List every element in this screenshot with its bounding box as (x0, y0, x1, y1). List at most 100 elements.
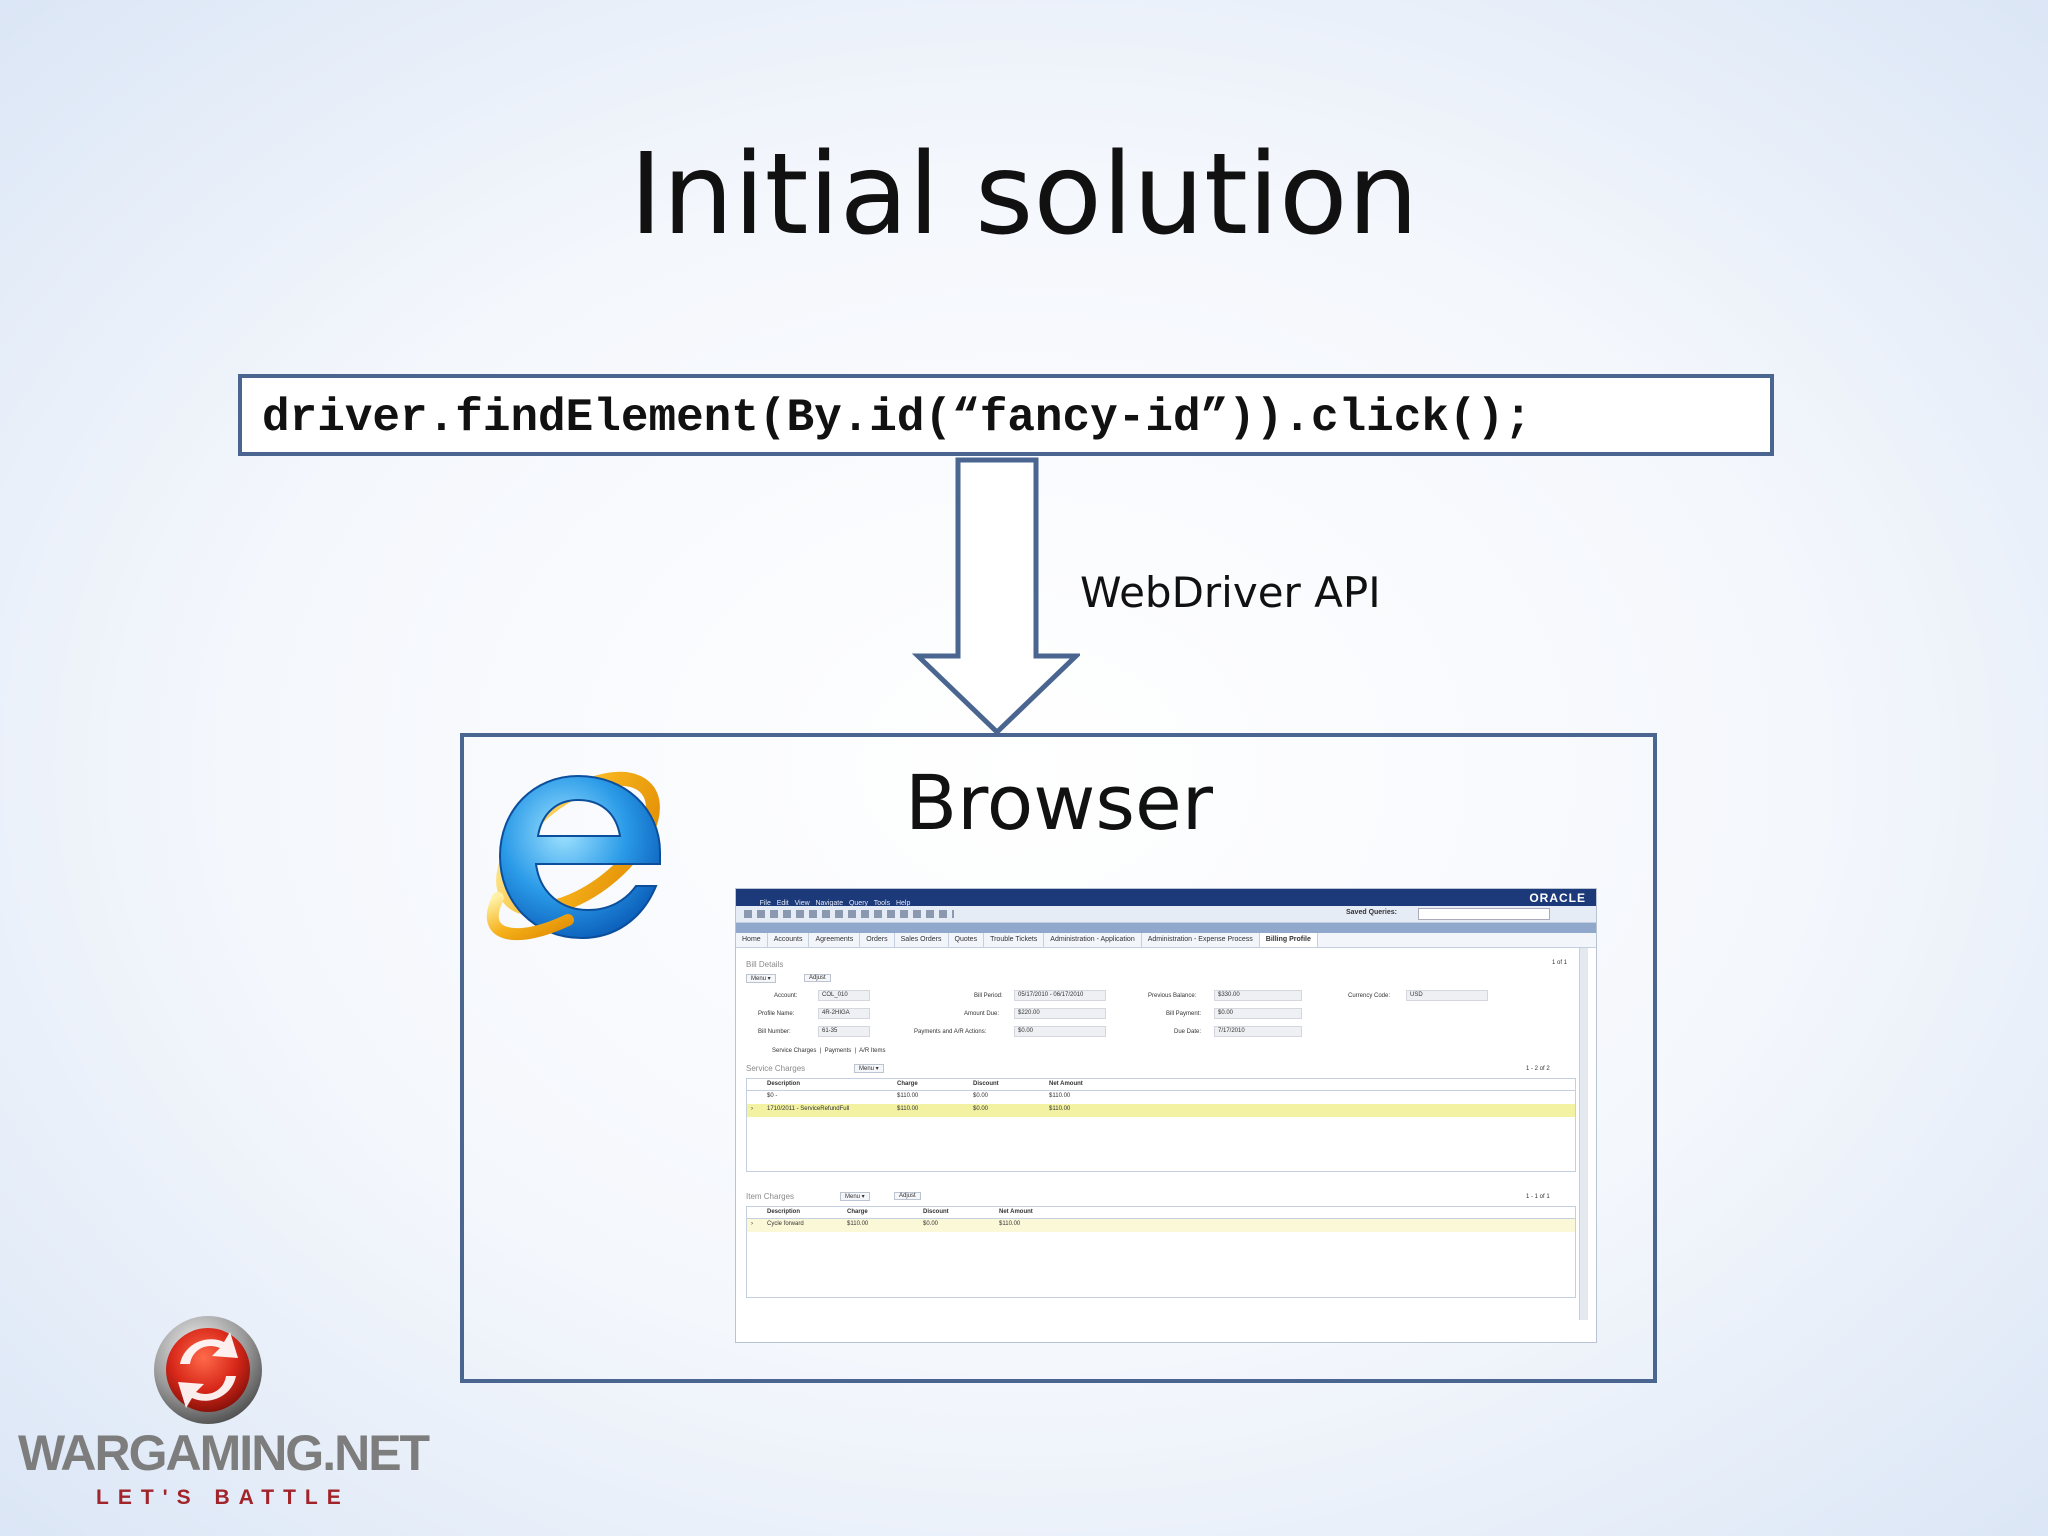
menu-item-help[interactable]: Help (895, 900, 911, 907)
col-discount[interactable]: Discount (973, 1081, 999, 1087)
app-menubar: File Edit View Navigate Query Tools Help… (736, 889, 1596, 907)
row-expand-icon[interactable]: › (751, 1106, 753, 1112)
service-charges-counter: 1 - 2 of 2 (1526, 1066, 1550, 1072)
item-adjust-button[interactable]: Adjust (894, 1192, 921, 1200)
col-charge[interactable]: Charge (847, 1209, 868, 1215)
cell-charge: $110.00 (897, 1106, 919, 1112)
menu-item-query[interactable]: Query (848, 900, 869, 907)
field-amount-due[interactable] (1014, 1008, 1106, 1019)
tab-home[interactable]: Home (736, 933, 768, 947)
code-line: driver.findElement(By.id(“fancy-id”)).cl… (262, 392, 1532, 444)
field-bill-number[interactable] (818, 1026, 870, 1037)
tab-admin-expense[interactable]: Administration - Expense Process (1142, 933, 1260, 947)
field-payments[interactable] (1014, 1026, 1106, 1037)
col-charge[interactable]: Charge (897, 1081, 918, 1087)
field-due-date[interactable] (1214, 1026, 1302, 1037)
col-description[interactable]: Description (767, 1209, 801, 1215)
vertical-scrollbar[interactable] (1579, 948, 1588, 1320)
adjust-button[interactable]: Adjust (804, 974, 831, 982)
embedded-app-screenshot: File Edit View Navigate Query Tools Help… (735, 888, 1597, 1343)
table-row[interactable]: › 1710/2011 - ServiceRefundFull $110.00 … (747, 1104, 1575, 1117)
item-charges-heading: Item Charges (746, 1192, 795, 1201)
bill-details-heading: Bill Details (746, 960, 784, 969)
service-charges-heading: Service Charges (746, 1064, 806, 1073)
tab-accounts[interactable]: Accounts (768, 933, 810, 947)
col-net-amount[interactable]: Net Amount (1049, 1081, 1083, 1087)
browser-label: Browser (905, 758, 1213, 847)
col-discount[interactable]: Discount (923, 1209, 949, 1215)
row-expand-icon[interactable]: › (751, 1221, 753, 1227)
field-account[interactable] (818, 990, 870, 1001)
field-bill-payment[interactable] (1214, 1008, 1302, 1019)
tab-quotes[interactable]: Quotes (949, 933, 985, 947)
tab-orders[interactable]: Orders (860, 933, 895, 947)
cell-discount: $0.00 (923, 1221, 939, 1227)
field-label-previous-balance: Previous Balance: (1148, 993, 1197, 999)
cell-net-amount: $110.00 (1049, 1106, 1071, 1112)
cell-discount: $0.00 (973, 1093, 989, 1099)
field-profile-name[interactable] (818, 1008, 870, 1019)
cell-charge: $110.00 (847, 1221, 869, 1227)
app-breadcrumb (736, 923, 1596, 933)
menu-item-edit[interactable]: Edit (776, 900, 789, 907)
item-charges-counter: 1 - 1 of 1 (1526, 1194, 1550, 1200)
field-value-account: COL_010 (822, 992, 848, 998)
item-grid-header: Description Charge Discount Net Amount (747, 1207, 1575, 1219)
menu-item-tools[interactable]: Tools (873, 900, 891, 907)
service-grid-header: Description Charge Discount Net Amount (747, 1079, 1575, 1091)
tab-billing-profile[interactable]: Billing Profile (1259, 933, 1318, 947)
tab-trouble-tickets[interactable]: Trouble Tickets (984, 933, 1045, 947)
arrow-label: WebDriver API (1080, 568, 1381, 617)
menu-item-view[interactable]: View (794, 900, 810, 907)
detail-subtabs[interactable]: Service Charges | Payments | A/R Items (772, 1048, 886, 1054)
table-row[interactable]: $0 - $110.00 $0.00 $110.00 (747, 1091, 1575, 1104)
wargaming-wordmark: WARGAMING.NET (18, 1425, 430, 1481)
item-menu-button[interactable]: Menu ▾ (840, 1192, 870, 1201)
field-label-profile-name: Profile Name: (758, 1011, 795, 1017)
service-menu-button[interactable]: Menu ▾ (854, 1064, 884, 1073)
field-bill-period[interactable] (1014, 990, 1106, 1001)
field-value-bill-period: 05/17/2010 - 06/17/2010 (1018, 992, 1084, 998)
field-value-previous-balance: $330.00 (1218, 992, 1240, 998)
field-label-bill-period: Bill Period: (974, 993, 1003, 999)
menu-item-file[interactable]: File (759, 900, 771, 907)
app-toolbar: Saved Queries: (736, 906, 1596, 923)
saved-queries-label: Saved Queries: (1346, 909, 1397, 916)
internet-explorer-icon (486, 771, 661, 941)
field-currency-code[interactable] (1406, 990, 1488, 1001)
oracle-logo: ORACLE (1529, 891, 1586, 905)
saved-queries-select[interactable] (1418, 908, 1550, 920)
cell-charge: $110.00 (897, 1093, 919, 1099)
app-menu-items: File Edit View Navigate Query Tools Help (744, 893, 911, 914)
item-charges-grid: Description Charge Discount Net Amount ›… (746, 1206, 1576, 1298)
table-row[interactable]: › Cycle forward $110.00 $0.00 $110.00 (747, 1219, 1575, 1232)
col-net-amount[interactable]: Net Amount (999, 1209, 1033, 1215)
field-value-payments: $0.00 (1018, 1028, 1034, 1034)
toolbar-icons[interactable] (744, 910, 954, 918)
field-label-payments: Payments and A/R Actions: (914, 1029, 987, 1035)
field-label-account: Account: (774, 993, 798, 999)
wargaming-tagline: LET'S BATTLE (96, 1486, 350, 1509)
field-value-currency-code: USD (1410, 992, 1423, 998)
menu-button[interactable]: Menu ▾ (746, 974, 776, 983)
down-arrow-icon (911, 457, 1080, 736)
col-description[interactable]: Description (767, 1081, 801, 1087)
field-label-amount-due: Amount Due: (964, 1011, 1000, 1017)
tab-admin-application[interactable]: Administration - Application (1044, 933, 1142, 947)
tab-agreements[interactable]: Agreements (809, 933, 861, 947)
field-previous-balance[interactable] (1214, 990, 1302, 1001)
wargaming-emblem-icon (154, 1316, 262, 1424)
field-value-bill-number: 61-35 (822, 1028, 838, 1034)
cell-description: $0 - (767, 1093, 778, 1099)
field-label-due-date: Due Date: (1174, 1029, 1202, 1035)
field-value-profile-name: 4R-2HIGA (822, 1010, 850, 1016)
menu-item-navigate[interactable]: Navigate (815, 900, 844, 907)
field-label-bill-number: Bill Number: (758, 1029, 791, 1035)
cell-net-amount: $110.00 (999, 1221, 1021, 1227)
field-value-amount-due: $220.00 (1018, 1010, 1040, 1016)
cell-discount: $0.00 (973, 1106, 989, 1112)
field-label-currency-code: Currency Code: (1348, 993, 1391, 999)
tab-sales-orders[interactable]: Sales Orders (895, 933, 949, 947)
